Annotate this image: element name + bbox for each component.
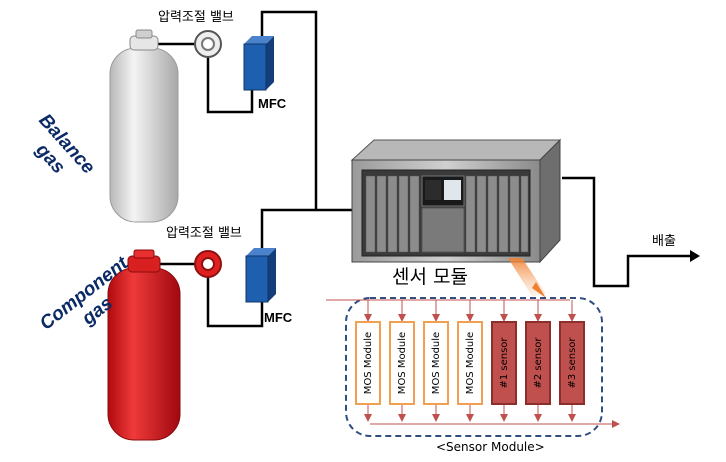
module-flow-arrows: [364, 300, 576, 422]
mfc-bottom-label: MFC: [264, 310, 293, 325]
component-gas-cylinder: [107, 249, 181, 441]
pressure-valve-top: [194, 30, 222, 58]
module-label: #1 sensor: [499, 337, 510, 389]
mfc-top-label: MFC: [258, 96, 287, 111]
mfc-top-box: [243, 36, 274, 91]
module-label: MOS Module: [465, 332, 476, 394]
pipe-top-valve-to-mfc: [206, 56, 254, 114]
balance-gas-cylinder: [109, 29, 179, 223]
exhaust-arrowhead: [690, 250, 700, 262]
pipe-top-mfc-to-junction: [260, 10, 318, 210]
module-label: MOS Module: [431, 332, 442, 394]
mos-module-box: MOS Module: [389, 321, 415, 405]
valve-top-label: 압력조절 밸브: [158, 10, 234, 25]
mos-module-box: MOS Module: [355, 321, 381, 405]
mos-module-box: MOS Module: [423, 321, 449, 405]
sensor-flow-lines: [326, 299, 620, 428]
sensor-module-frame: [345, 297, 603, 437]
sensor-module-box: #3 sensor: [559, 321, 585, 405]
cabinet-slots: [365, 175, 529, 253]
pipe-bottom-valve-to-mfc: [206, 276, 264, 328]
pipe-bottom-mfc-to-junction: [260, 208, 316, 250]
pressure-valve-bottom: [194, 250, 222, 278]
mfc-bottom-box: [245, 248, 276, 303]
sensor-module-title: 센서 모듈: [392, 266, 468, 288]
module-label: #2 sensor: [533, 337, 544, 389]
module-label: #3 sensor: [567, 337, 578, 389]
module-column: MOS Module MOS Module MOS Module MOS Module…: [355, 321, 585, 405]
sensor-glow-arrowhead: [532, 282, 546, 298]
module-label: MOS Module: [363, 332, 374, 394]
pipe-lines: [152, 10, 690, 328]
sensor-module-box: #1 sensor: [491, 321, 517, 405]
valve-bottom-label: 압력조절 밸브: [166, 226, 242, 241]
sensor-module-caption: <Sensor Module>: [436, 440, 545, 454]
cabinet-screen: [444, 180, 461, 200]
module-label: MOS Module: [397, 332, 408, 394]
pipe-exhaust: [562, 176, 690, 288]
exhaust-label: 배출: [652, 234, 676, 249]
mos-module-box: MOS Module: [457, 321, 483, 405]
sensor-module-box: #2 sensor: [525, 321, 551, 405]
analyzer-cabinet: [350, 138, 562, 264]
